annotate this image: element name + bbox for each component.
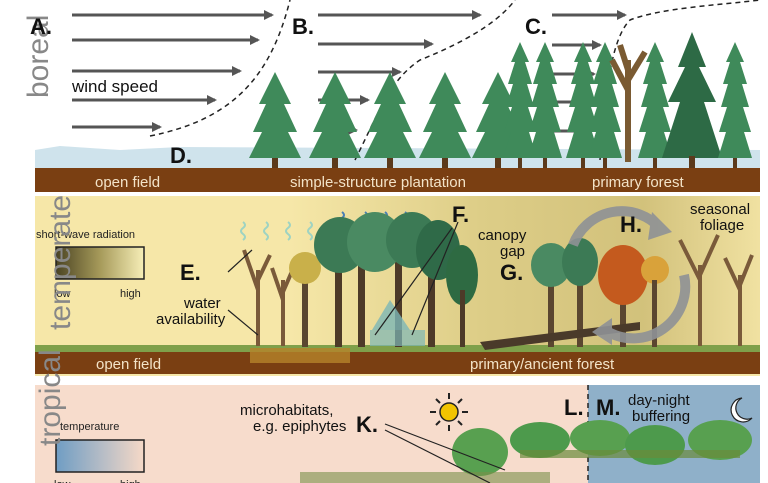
radiation-waves xyxy=(240,221,313,241)
soil-strip xyxy=(35,168,760,192)
water-label-2: availability xyxy=(156,311,226,328)
letter-k: K. xyxy=(356,412,378,437)
wind-profile-line xyxy=(354,0,516,161)
letter-m: M. xyxy=(596,395,620,420)
letter-g: G. xyxy=(500,260,523,285)
legend-gradient xyxy=(55,439,145,473)
boreal-panel: boreal A. B. C. D. wind speed open field… xyxy=(0,0,768,195)
ground-label-primary-forest: primary forest xyxy=(592,174,685,191)
sun-icon xyxy=(430,393,468,431)
legend-low: low xyxy=(54,479,71,483)
radiation-legend: short-wave radiation low high xyxy=(36,229,145,300)
wind-arrows-open-field xyxy=(72,10,274,132)
pointer-lines xyxy=(227,221,459,336)
ground-label-primary-ancient-forest: primary/ancient forest xyxy=(470,356,615,373)
letter-e: E. xyxy=(180,260,201,285)
legend-high: high xyxy=(120,288,141,300)
ground-label-open-field: open field xyxy=(95,174,160,191)
moon-icon xyxy=(730,397,753,423)
legend-high: high xyxy=(120,479,141,483)
seasonal-label-1: seasonal xyxy=(690,201,750,218)
letter-h: H. xyxy=(620,212,642,237)
letter-a: A. xyxy=(30,14,52,39)
wind-profile-line xyxy=(599,0,761,161)
temperate-panel: short-wave radiation low high xyxy=(35,195,760,376)
ground-label-open-field: open field xyxy=(96,356,161,373)
temperature-legend: temperature low high xyxy=(54,421,145,483)
letter-f: F. xyxy=(452,202,469,227)
microhabitats-label-1: microhabitats, xyxy=(240,402,333,419)
tropical-panel: temperature low high xyxy=(34,349,760,483)
daynight-label-2: buffering xyxy=(632,408,690,425)
tropical-canopy xyxy=(300,420,752,483)
microhabitats-label-2: e.g. epiphytes xyxy=(253,418,346,435)
wind-speed-label: wind speed xyxy=(71,77,158,96)
seasonal-label-2: foliage xyxy=(700,217,744,234)
soil-strip xyxy=(35,352,760,374)
zone-label-temperate: temperate xyxy=(44,195,77,330)
primary-forest-trees xyxy=(503,32,752,168)
wind-profile-line xyxy=(149,0,291,137)
seasonal-cycle-arrows xyxy=(568,206,691,345)
forest-canopy xyxy=(289,212,669,350)
zone-label-boreal: boreal xyxy=(22,15,55,98)
legend-gradient xyxy=(55,246,145,280)
letter-b: B. xyxy=(292,14,314,39)
water-label-1: water xyxy=(183,295,221,312)
legend-title: short-wave radiation xyxy=(36,229,135,241)
bare-trees xyxy=(242,234,754,346)
ground-label-plantation: simple-structure plantation xyxy=(290,174,466,191)
pointer-lines xyxy=(384,423,506,483)
legend-title: temperature xyxy=(60,421,119,433)
letter-d: D. xyxy=(170,143,192,168)
canopy-gap-label-1: canopy xyxy=(478,227,527,244)
letter-c: C. xyxy=(525,14,547,39)
legend-low: low xyxy=(54,288,71,300)
canopy-gap-label-2: gap xyxy=(500,243,525,260)
zone-label-tropical: tropical xyxy=(34,349,67,446)
letter-l: L. xyxy=(564,395,584,420)
daynight-label-1: day-night xyxy=(628,392,691,409)
